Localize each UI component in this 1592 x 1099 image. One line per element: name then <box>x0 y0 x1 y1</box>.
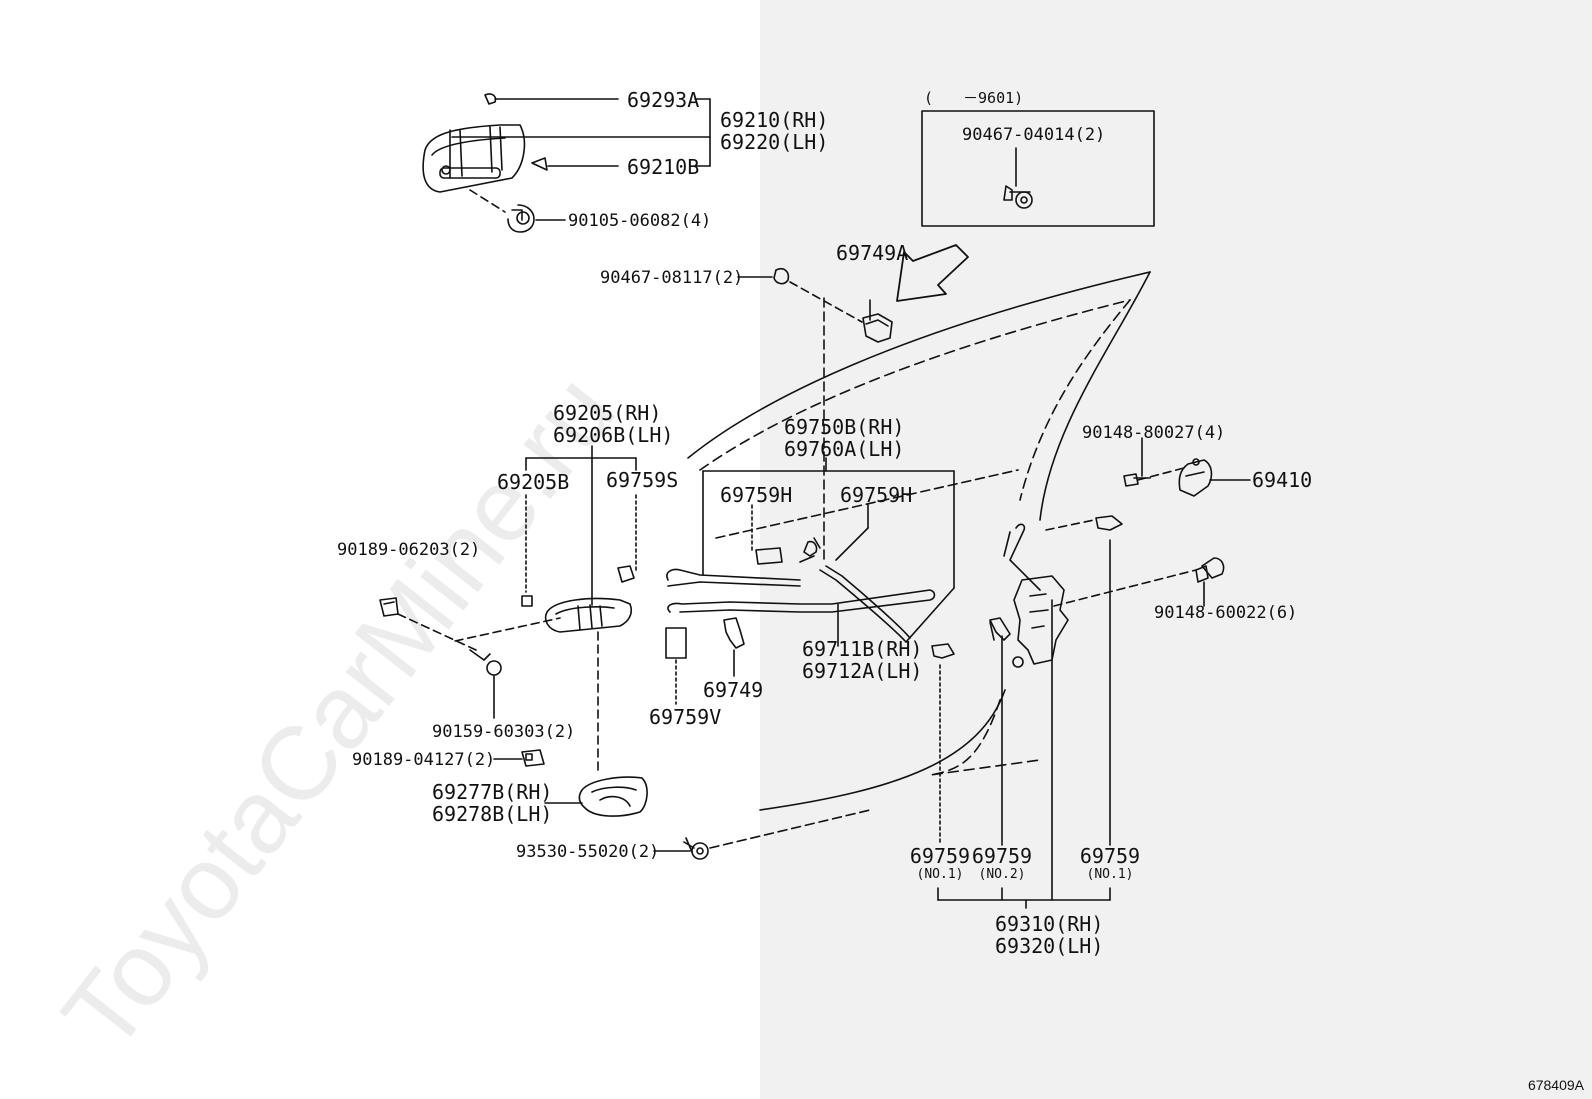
screw-90148-60022-drawing <box>1195 557 1225 607</box>
bolt-90159-drawing <box>469 649 502 719</box>
label-93530-55020: 93530-55020(2) <box>516 842 660 862</box>
cable-clips-drawing <box>931 515 1123 659</box>
label-69277B-rh: 69277B(RH) <box>432 780 553 804</box>
label-69759V: 69759V <box>649 705 722 729</box>
label-69278B-lh: 69278B(LH) <box>432 802 553 826</box>
part-69749A-drawing <box>737 267 893 561</box>
bolt-93530-drawing <box>653 809 871 860</box>
label-69759-no1-right-code: 69759 <box>1079 844 1141 868</box>
label-69220-lh: 69220(LH) <box>720 130 829 154</box>
label-69750B-rh: 69750B(RH) <box>784 415 905 439</box>
inside-handle-drawing <box>521 565 635 633</box>
lock-leaders <box>937 519 1197 909</box>
label-69711B-rh: 69711B(RH) <box>802 637 923 661</box>
rod-assembly-bracket <box>702 457 1019 643</box>
bolt-90105-drawing <box>507 204 535 233</box>
label-69759-no1-left: 69759 (NO.1) <box>908 845 972 882</box>
label-69310-rh: 69310(RH) <box>995 912 1104 936</box>
label-69205B: 69205B <box>497 470 570 494</box>
label-90105-06082: 90105-06082(4) <box>568 211 712 231</box>
inside-handle-leaders <box>525 445 637 606</box>
outside-handle-drawing <box>422 93 548 193</box>
label-69749A: 69749A <box>836 241 909 265</box>
label-69759-no2: 69759 (NO.2) <box>970 845 1034 882</box>
label-69759H-right: 69759H <box>840 483 913 507</box>
rod-drawing <box>666 537 936 647</box>
label-69760A-lh: 69760A(LH) <box>784 437 905 461</box>
label-69759H-left: 69759H <box>720 483 793 507</box>
label-90189-06203: 90189-06203(2) <box>337 540 481 560</box>
inset-box <box>921 110 1155 227</box>
clip-90189-04127-drawing <box>493 749 545 767</box>
label-69205-rh: 69205(RH) <box>553 401 662 425</box>
label-90467-04014: 90467-04014(2) <box>962 125 1106 145</box>
label-90159-60303: 90159-60303(2) <box>432 722 576 742</box>
label-inset-range: ( －9601) <box>924 89 1024 107</box>
inside-handle-69277-drawing <box>544 776 648 817</box>
label-69759-no2-sub: (NO.2) <box>978 867 1026 882</box>
label-69210B: 69210B <box>627 155 700 179</box>
shaded-background-panel <box>760 0 1592 1099</box>
small-parts-69749-69759V <box>665 617 745 705</box>
clip-90189-06203-drawing <box>379 597 561 651</box>
label-69759-no1-left-sub: (NO.1) <box>916 867 964 882</box>
label-69759S: 69759S <box>606 468 679 492</box>
label-69759-no1-right: 69759 (NO.1) <box>1078 845 1142 882</box>
label-69320-lh: 69320(LH) <box>995 934 1104 958</box>
label-69410: 69410 <box>1252 468 1313 492</box>
inset-clip-drawing <box>1003 147 1033 209</box>
label-69749: 69749 <box>703 678 764 702</box>
label-69712A-lh: 69712A(LH) <box>802 659 923 683</box>
leaders-top <box>451 98 711 221</box>
label-69759-no2-code: 69759 <box>971 844 1033 868</box>
label-69206B-lh: 69206B(LH) <box>553 423 674 447</box>
label-90148-60022: 90148-60022(6) <box>1154 603 1298 623</box>
door-frame-outline <box>687 271 1151 811</box>
label-69759-no1-right-sub: (NO.1) <box>1086 867 1134 882</box>
diagram-code: 678409A <box>1527 1077 1584 1093</box>
striker-69410-drawing <box>1123 437 1251 497</box>
label-90148-80027: 90148-80027(4) <box>1082 423 1226 443</box>
label-69293A: 69293A <box>627 88 700 112</box>
label-90189-04127: 90189-04127(2) <box>352 750 496 770</box>
label-90467-08117: 90467-08117(2) <box>600 268 744 288</box>
direction-arrow <box>896 244 969 302</box>
label-69210-rh: 69210(RH) <box>720 108 829 132</box>
label-69759-no1-left-code: 69759 <box>909 844 971 868</box>
